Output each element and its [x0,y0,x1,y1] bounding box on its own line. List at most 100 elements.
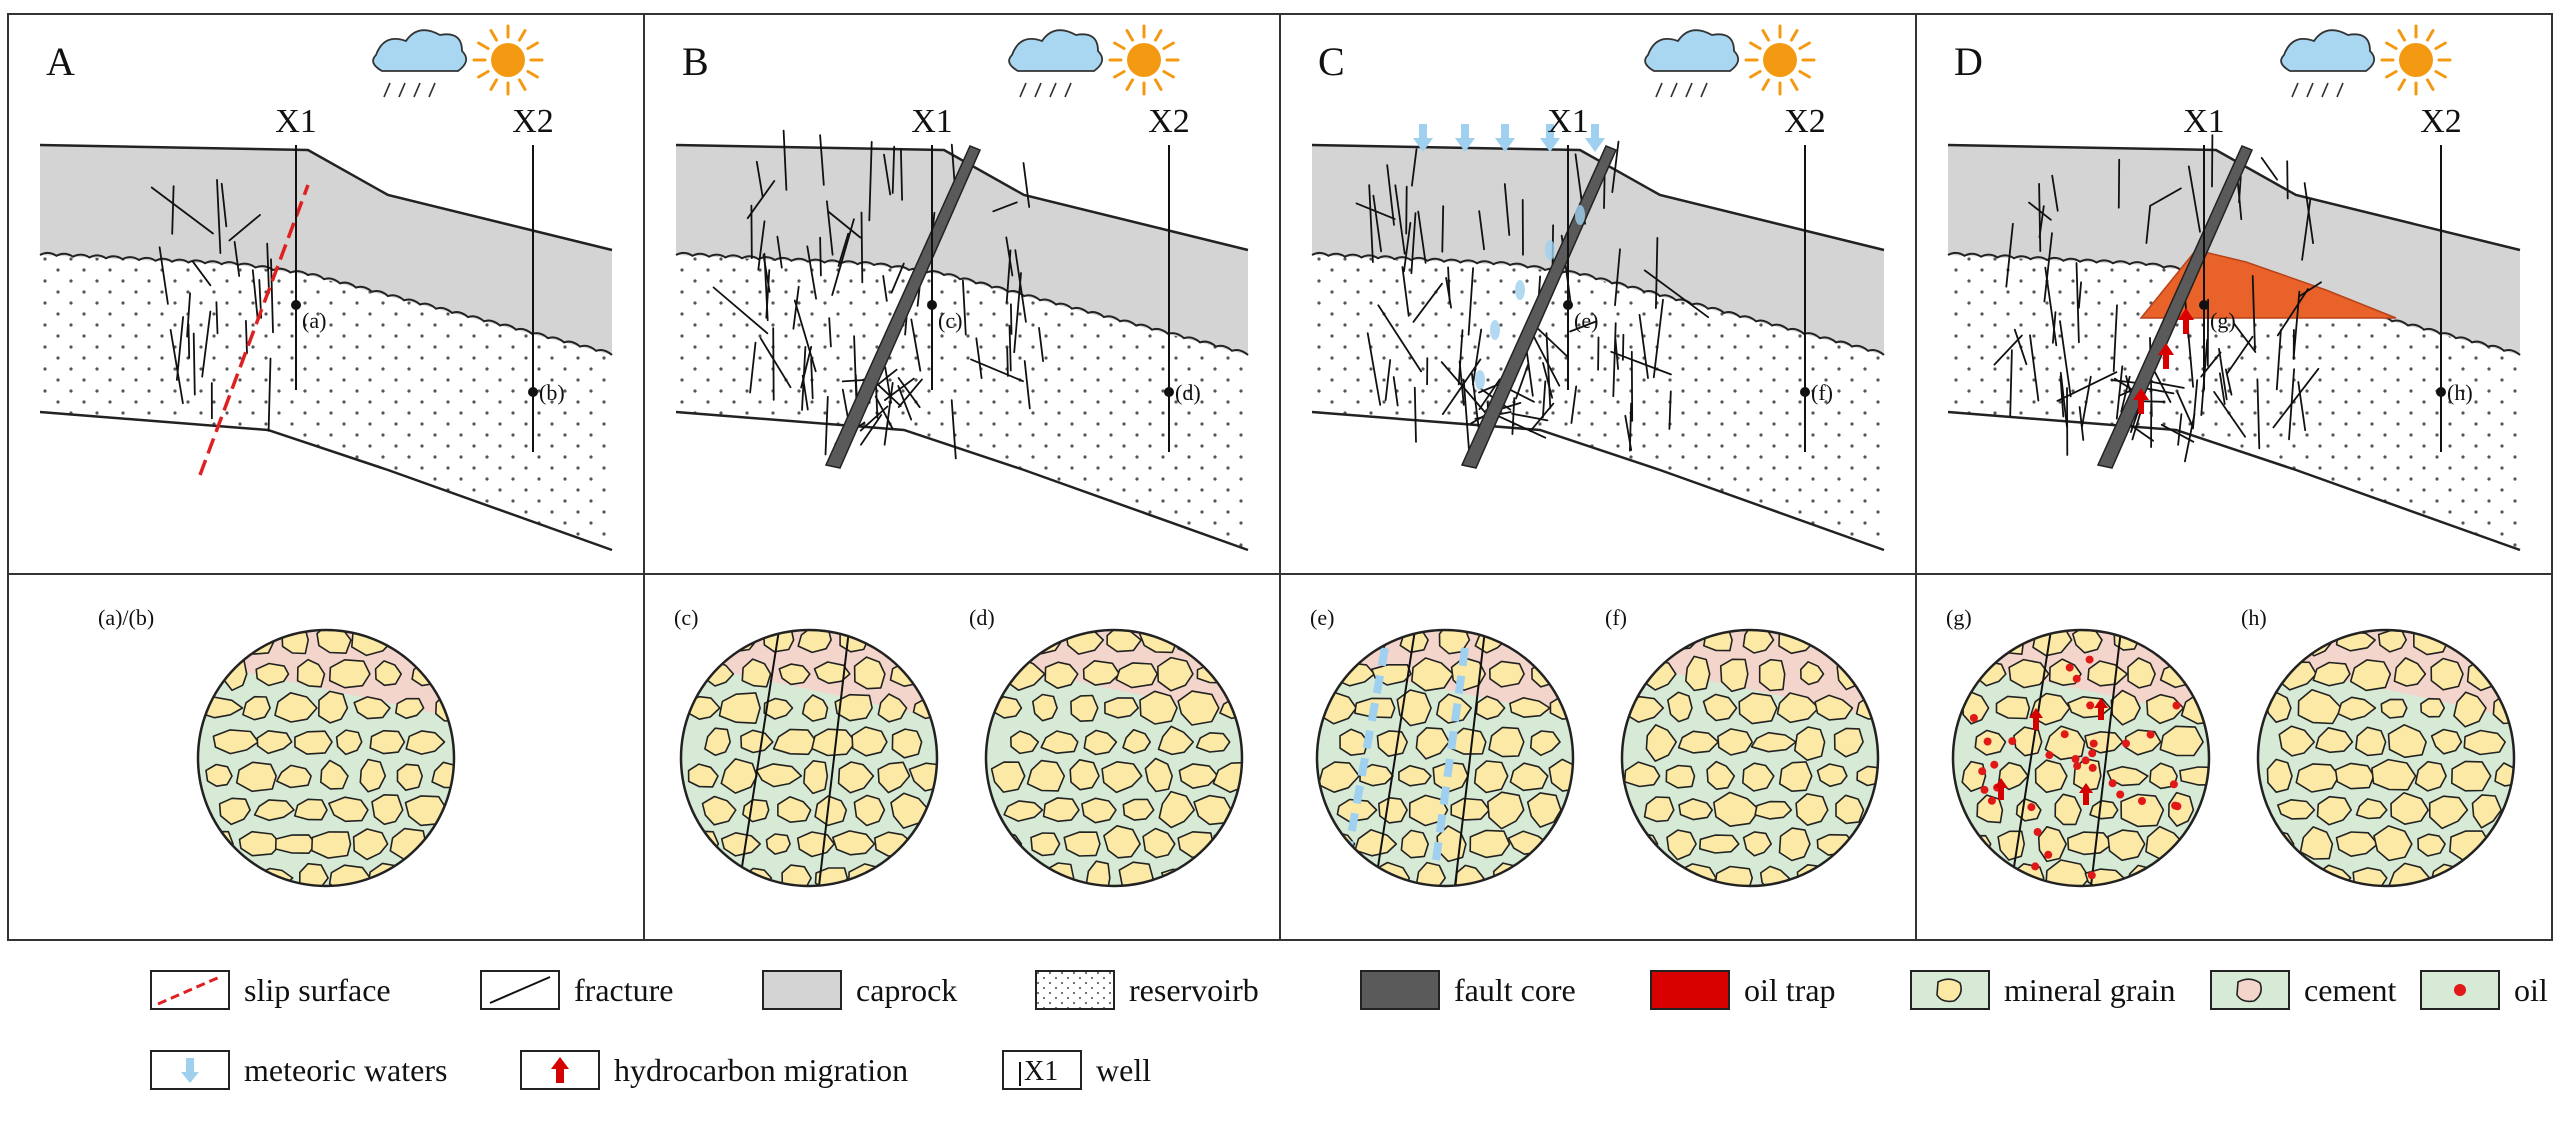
mineral-grain [235,761,277,793]
fracture [2147,380,2185,389]
caprock-top-boundary [39,143,613,252]
thin-section-label: (h) [2241,605,2267,630]
thin-section-label: (g) [1946,605,1972,630]
fracture [1005,236,1014,277]
fracture [2276,288,2309,337]
mineral-grain [832,830,876,856]
mineral-grain [1833,727,1864,758]
mineral-grain [2299,826,2334,860]
mineral-grain [1081,797,1117,824]
mineral-grain [2390,792,2429,825]
oil-droplet [2027,803,2036,812]
legend-reservoir: reservoirb [1035,965,1259,1015]
mineral-grain [1122,728,1151,754]
panel-letter: A [46,39,75,84]
mineral-grain [1998,761,2029,791]
mineral-grain [1643,796,1675,823]
thin-section: (d) [969,605,1244,888]
sun-ray [518,29,527,42]
mineral-grain [1139,690,1178,725]
fracture [1372,194,1382,253]
mineral-grain [908,762,937,792]
mineral-grain [2179,766,2209,786]
fracture [806,245,817,300]
mineral-grain [877,761,911,794]
mineral-grain [839,630,869,653]
sun-ray [2397,29,2406,42]
mineral-grain [2278,725,2315,757]
thin-section-label: (e) [1310,605,1334,630]
mineral-grain [2456,630,2484,656]
fracture [2187,165,2201,233]
fracture [2218,347,2228,401]
mineral-grain [2417,833,2446,857]
mineral-grain [242,695,271,721]
mineral-grain [1415,861,1446,886]
oil-droplet [2031,862,2040,871]
sample-label: (c) [938,308,962,333]
mineral-grain [1489,660,1525,688]
rain-drop [1700,82,1708,98]
fracture [1545,332,1552,409]
meteoric-water-arrow [1585,124,1605,152]
fault-core-swatch [1360,970,1440,1010]
mineral-grain [2113,630,2140,651]
fracture [910,318,922,372]
mineral-grain [2373,825,2413,862]
meteoric-water-path [1341,647,1389,869]
mineral-grain [1488,726,1525,758]
fracture [1614,337,1619,370]
rain-drop [383,82,391,98]
mineral-grain [891,728,923,759]
sample-label: (d) [1175,380,1201,405]
mineral-grain [1509,762,1549,792]
mineral-grain [2349,659,2392,692]
thin-section: (e) [1310,605,1575,888]
fracture [1457,329,1464,386]
caprock-layer [1312,145,1884,355]
mineral-grain [1400,829,1429,859]
fracture [2272,367,2320,429]
mineral-grain [755,763,803,788]
mineral-grain [2262,829,2295,861]
mineral-grain [1103,825,1141,859]
mineral-grain [1411,657,1454,692]
mineral-grain [205,763,233,787]
mineral-grain [1359,763,1394,787]
mineral-grain [411,861,439,886]
fracture [772,327,775,401]
mineral-grain [1644,864,1673,886]
fracture [776,235,783,269]
well-swatch: X1 [1002,1050,1082,1090]
mineral-grain [200,630,238,656]
mineral-grain [834,693,873,722]
fracture [2059,320,2072,398]
meteoric-water-seep [1490,320,1500,340]
rain-cloud-icon [1644,29,1740,98]
fracture [2051,174,2059,212]
mineral-grain [1713,791,1761,827]
mineral-grain [2337,696,2377,721]
mineral-grain [1069,759,1100,791]
oil-droplet [2138,797,2146,805]
mineral-grain [1738,692,1778,725]
fracture [1529,328,1561,387]
sun-ray [1790,29,1799,42]
oil-droplet [2116,790,2125,799]
hydrocarbon-migration-arrow [2029,708,2043,730]
mineral-grain [1754,800,1793,820]
oil-droplet [2086,701,2095,710]
mineral-grain [1794,726,1826,761]
mineral-grain [990,761,1026,793]
mineral-grain [2463,729,2506,756]
hydrocarbon-migration-swatch [520,1050,600,1090]
well-label-x1: X1 [2183,103,2225,140]
mineral-grain [328,796,369,823]
oil-droplet [1980,785,1989,794]
mineral-grain [2355,726,2387,757]
mineral-grain [1665,764,1696,789]
sun-disc [1763,43,1797,77]
mineral-grain [2414,760,2447,792]
fracture [1569,320,1597,333]
mineral-grain [913,630,937,660]
